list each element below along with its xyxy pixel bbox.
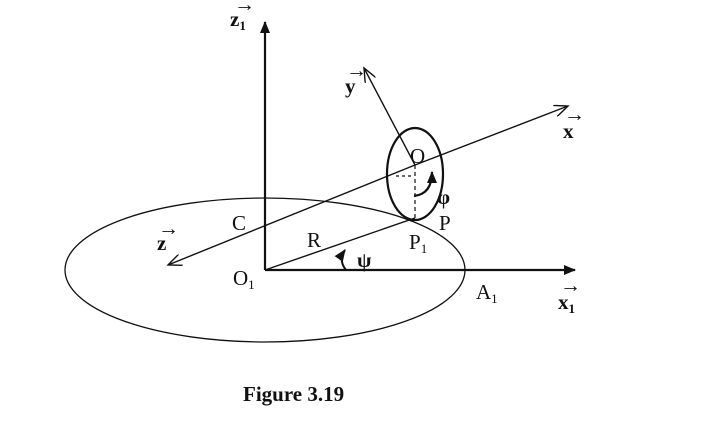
x-axis bbox=[414, 106, 568, 166]
label-z1: z1 → bbox=[230, 0, 255, 33]
svg-text:→: → bbox=[158, 216, 179, 240]
svg-text:P1: P1 bbox=[409, 230, 427, 256]
label-z: z → bbox=[157, 216, 179, 255]
label-C: C bbox=[232, 211, 246, 235]
svg-text:→: → bbox=[346, 58, 367, 82]
radius-line bbox=[264, 217, 416, 271]
svg-text:→: → bbox=[234, 0, 255, 16]
label-A1: A1 bbox=[476, 280, 498, 306]
label-O1: O1 bbox=[233, 266, 255, 292]
label-P1: P1 bbox=[409, 230, 427, 256]
svg-text:A1: A1 bbox=[476, 280, 498, 306]
svg-text:O1: O1 bbox=[233, 266, 255, 292]
label-phi: φ bbox=[437, 185, 450, 209]
y-axis bbox=[364, 68, 416, 166]
wheel-disk bbox=[385, 126, 445, 222]
label-y: y → bbox=[345, 58, 367, 98]
phi-arc-arrow bbox=[413, 171, 437, 198]
psi-arc-arrow bbox=[334, 249, 347, 271]
label-P: P bbox=[439, 211, 451, 235]
svg-text:→: → bbox=[560, 273, 581, 297]
svg-text:x: x bbox=[563, 119, 574, 143]
svg-text:z1: z1 bbox=[230, 7, 246, 33]
svg-text:y: y bbox=[345, 74, 356, 98]
label-R: R bbox=[307, 228, 321, 252]
z-axis bbox=[168, 164, 416, 265]
label-x1: x1 → bbox=[558, 273, 581, 316]
figure-caption: Figure 3.19 bbox=[243, 382, 344, 406]
label-psi: ψ bbox=[357, 248, 372, 272]
svg-text:z: z bbox=[157, 231, 166, 255]
label-O: O bbox=[410, 144, 425, 168]
svg-text:x1: x1 bbox=[558, 290, 575, 316]
svg-text:→: → bbox=[564, 102, 585, 126]
label-x: x → bbox=[563, 102, 585, 143]
